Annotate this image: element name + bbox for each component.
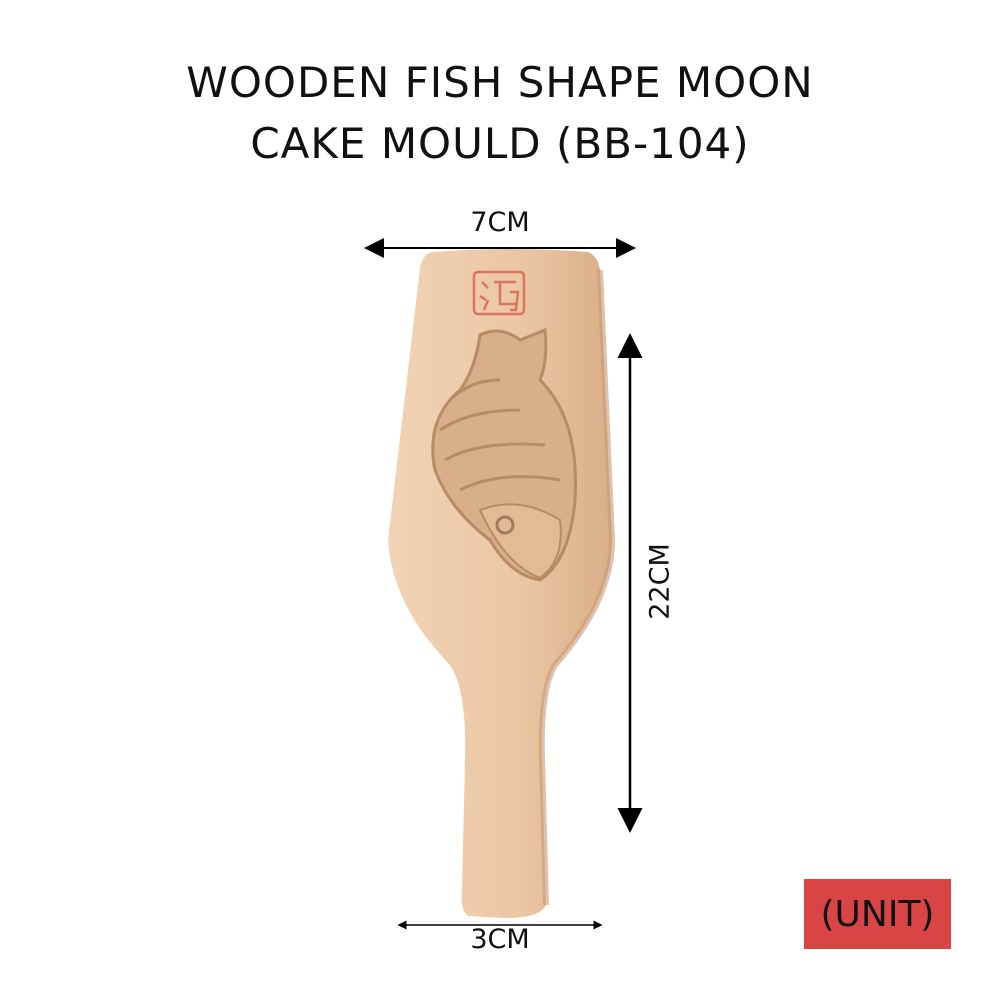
product-title-line-2: CAKE MOULD (BB-104) — [250, 119, 750, 168]
unit-badge: (UNIT) — [804, 879, 951, 949]
width-handle-label: 3CM — [470, 924, 530, 955]
width-top-label: 7CM — [470, 207, 530, 238]
fish-carving — [431, 327, 578, 582]
maker-stamp — [472, 270, 526, 316]
length-label: 22CM — [644, 543, 676, 620]
product-title-line-1: WOODEN FISH SHAPE MOON — [186, 58, 814, 107]
